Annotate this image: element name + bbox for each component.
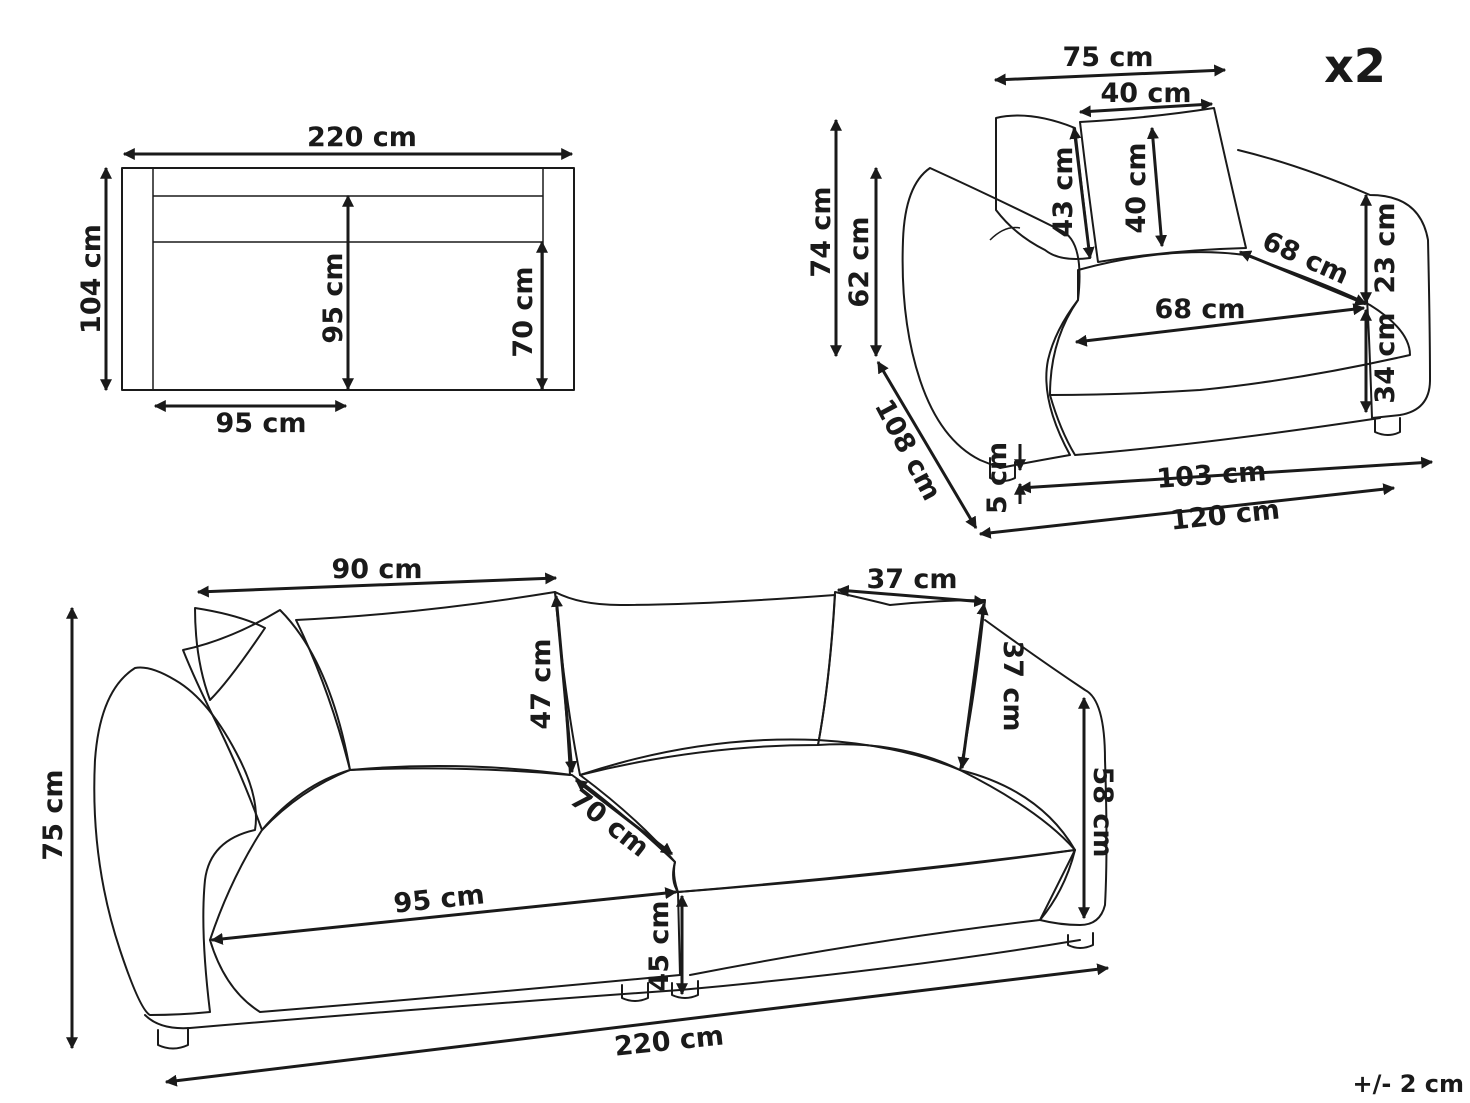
arm-depth-arrow <box>876 360 978 530</box>
top-depth-label: 104 cm <box>76 224 107 334</box>
arm-width-arrow <box>978 483 1396 539</box>
tolerance-note: +/- 2 cm <box>1353 1070 1464 1098</box>
sofa-left-back-cushion <box>194 607 266 701</box>
arm-back-cushion-height-label: 43 cm <box>1048 146 1079 237</box>
sofa-back-cushion-width-label: 90 cm <box>331 554 422 585</box>
sofa-height-label: 75 cm <box>38 769 69 860</box>
arm-back-width-label: 75 cm <box>1062 42 1153 73</box>
top-inner-depth-label: 70 cm <box>508 266 539 357</box>
quantity-label: x2 <box>1324 39 1386 93</box>
sofa-seat-depth-arrow <box>575 778 673 856</box>
sofa-base <box>144 939 1081 1030</box>
sofa-width-arrow <box>164 963 1110 1087</box>
top-view: 220 cm 104 cm 95 cm 70 cm 95 cm <box>76 122 575 439</box>
arm-inner-width-label: 103 cm <box>1156 456 1268 495</box>
sofa-left-arm <box>93 666 257 1016</box>
armchair-arm-fold <box>989 226 1021 241</box>
arm-width-label: 120 cm <box>1169 494 1282 536</box>
sofa-right-pillow <box>817 591 986 771</box>
sofa-seat-depth-label: 70 cm <box>564 783 655 864</box>
sofa-pillow-width-arrow <box>836 584 987 608</box>
arm-cushion-width-label: 40 cm <box>1100 78 1191 109</box>
armchair-view: x2 75 cm 40 cm 74 cm 62 cm 43 cm 40 cm 6… <box>806 39 1434 539</box>
sofa-seat-width-arrow <box>210 887 678 945</box>
sofa-back-cushion-width-arrow <box>196 572 558 598</box>
arm-back-cushion-height-arrow <box>1069 126 1095 260</box>
top-seat-depth-label: 95 cm <box>318 252 349 343</box>
arm-cushion-height-label: 40 cm <box>1121 142 1152 233</box>
sofa-back-cushion-height-label: 47 cm <box>526 638 557 729</box>
sofa-leg-4 <box>1067 932 1094 949</box>
sofa-view: 90 cm 37 cm 47 cm 37 cm 75 cm 58 cm 70 c… <box>38 554 1118 1087</box>
arm-seat-diag-label: 68 cm <box>1258 226 1354 291</box>
arm-cushion-width-arrow <box>1078 98 1214 118</box>
arm-arm-height-label: 62 cm <box>844 216 875 307</box>
sofa-seat-height-label: 45 cm <box>644 900 675 991</box>
top-seat-width-label: 95 cm <box>215 408 306 439</box>
arm-seat-diag-arrow <box>1238 250 1368 306</box>
armchair-left-arm <box>901 167 1081 469</box>
armchair-leg-left <box>989 457 1016 482</box>
arm-leg-height-label: 5 cm <box>982 442 1013 514</box>
sofa-left-pillow <box>182 609 351 831</box>
arm-above-seat-label: 23 cm <box>1370 202 1401 293</box>
arm-cushion-height-arrow <box>1146 126 1168 248</box>
armchair-leg-right <box>1374 417 1401 436</box>
arm-seat-width-arrow <box>1074 303 1366 347</box>
armchair-back-cushion <box>995 114 1091 260</box>
arm-seat-width-label: 68 cm <box>1154 294 1245 325</box>
sofa-seat-cushion-right <box>579 738 1076 893</box>
armchair-pillow <box>1079 107 1247 263</box>
arm-back-width-arrow <box>993 64 1227 86</box>
top-width-label: 220 cm <box>307 122 417 153</box>
sofa-pillow-width-label: 37 cm <box>866 564 957 595</box>
sofa-pillow-height-label: 37 cm <box>997 640 1028 731</box>
sofa-arm-height-label: 58 cm <box>1087 766 1118 857</box>
sofa-seat-front-right <box>677 849 1076 976</box>
arm-seat-height-label: 34 cm <box>1370 312 1401 403</box>
sofa-pillow-height-arrow <box>957 602 989 770</box>
sofa-back-cushion-height-arrow <box>551 594 577 774</box>
armchair-seat-front <box>1049 394 1381 456</box>
arm-total-height-label: 74 cm <box>806 186 837 277</box>
sofa-leg-1 <box>157 1027 189 1050</box>
